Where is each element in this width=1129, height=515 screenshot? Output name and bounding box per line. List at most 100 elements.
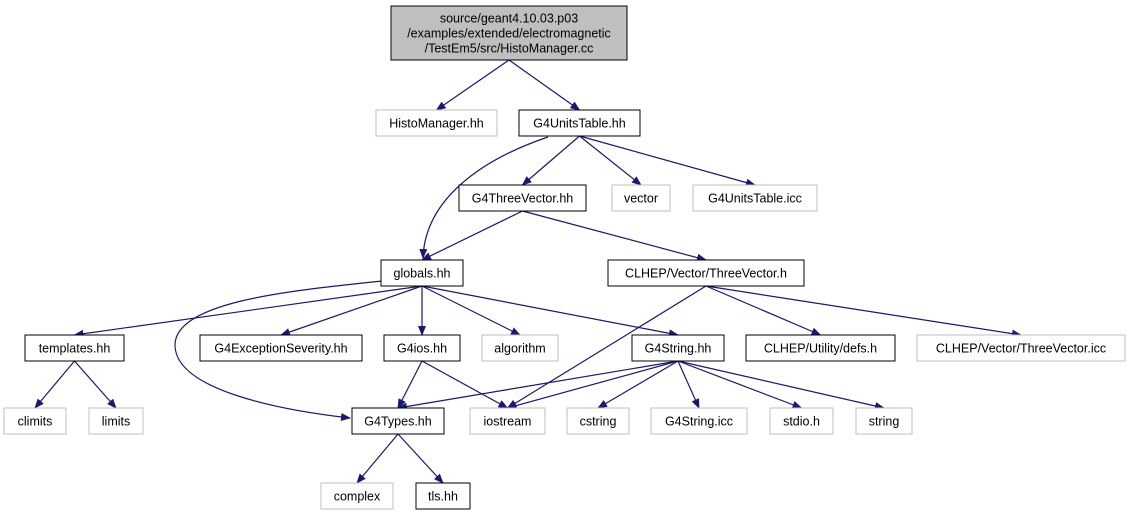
node-box bbox=[320, 482, 394, 510]
edge-templates-hh-to-limits bbox=[74, 360, 117, 409]
node-label: G4ThreeVector.hh bbox=[472, 192, 574, 206]
edges bbox=[34, 59, 1022, 484]
node-label: iostream bbox=[484, 415, 532, 429]
edge-g4unitstable-hh-to-globals-hh bbox=[419, 136, 549, 259]
node-label: G4UnitsTable.hh bbox=[533, 117, 625, 131]
node-label: G4ios.hh bbox=[397, 342, 447, 356]
node-label: stdio.h bbox=[783, 415, 820, 429]
node-box bbox=[24, 334, 125, 362]
node-label: /TestEm5/src/HistoManager.cc bbox=[425, 42, 594, 56]
node-box bbox=[3, 407, 67, 435]
edge-g4string-hh-to-cstring bbox=[597, 360, 679, 409]
node-box bbox=[415, 482, 471, 510]
node-box bbox=[199, 334, 363, 362]
node-label: tls.hh bbox=[428, 490, 458, 504]
node-box bbox=[745, 334, 896, 362]
edge-globals-hh-to-algorithm bbox=[421, 285, 521, 336]
node-vector: vector bbox=[611, 184, 671, 212]
edge-g4string-hh-to-stdio-h bbox=[677, 360, 803, 409]
node-g4threevector-hh[interactable]: G4ThreeVector.hh bbox=[458, 184, 587, 212]
node-limits: limits bbox=[88, 407, 144, 435]
node-label: /examples/extended/electromagnetic bbox=[407, 27, 611, 41]
node-label: climits bbox=[18, 415, 53, 429]
node-tls-hh[interactable]: tls.hh bbox=[415, 482, 471, 510]
edge-globals-hh-to-templates-hh bbox=[73, 285, 423, 338]
node-box bbox=[390, 5, 628, 61]
node-g4unitstable-hh[interactable]: G4UnitsTable.hh bbox=[518, 109, 641, 137]
edge-g4ios-hh-to-iostream bbox=[421, 360, 509, 409]
node-globals-hh[interactable]: globals.hh bbox=[380, 259, 464, 287]
edge-g4threevector-hh-to-clhep-threevector-h bbox=[522, 210, 707, 262]
node-box bbox=[469, 407, 546, 435]
edge-g4types-hh-to-complex bbox=[356, 433, 399, 484]
node-iostream: iostream bbox=[469, 407, 546, 435]
node-label: string bbox=[869, 415, 900, 429]
node-g4exceptionseverity-hh[interactable]: G4ExceptionSeverity.hh bbox=[199, 334, 363, 362]
node-complex: complex bbox=[320, 482, 394, 510]
node-label: vector bbox=[624, 192, 658, 206]
node-g4ios-hh[interactable]: G4ios.hh bbox=[383, 334, 461, 362]
node-label: CLHEP/Utility/defs.h bbox=[764, 342, 877, 356]
node-climits: climits bbox=[3, 407, 67, 435]
node-box bbox=[458, 184, 587, 212]
node-box bbox=[631, 334, 725, 362]
node-label: cstring bbox=[580, 415, 617, 429]
edge-g4unitstable-hh-to-g4unitstable-icc bbox=[579, 135, 756, 187]
edge-g4string-hh-to-iostream bbox=[506, 360, 679, 410]
node-label: complex bbox=[334, 490, 381, 504]
node-label: algorithm bbox=[494, 342, 545, 356]
node-stdio-h: stdio.h bbox=[769, 407, 834, 435]
edge-root-to-g4unitstable-hh bbox=[508, 59, 581, 111]
node-label: CLHEP/Vector/ThreeVector.icc bbox=[936, 342, 1106, 356]
node-label: G4UnitsTable.icc bbox=[708, 192, 802, 206]
node-box bbox=[692, 184, 818, 212]
node-templates-hh[interactable]: templates.hh bbox=[24, 334, 125, 362]
node-label: G4String.hh bbox=[645, 342, 712, 356]
node-label: globals.hh bbox=[394, 267, 451, 281]
edge-globals-hh-to-g4exceptionseverity-hh bbox=[280, 285, 423, 336]
node-box bbox=[855, 407, 913, 435]
node-box bbox=[611, 184, 671, 212]
edge-globals-hh-to-g4string-hh bbox=[421, 285, 679, 338]
node-label: source/geant4.10.03.p03 bbox=[440, 12, 578, 26]
node-box bbox=[566, 407, 630, 435]
node-label: G4ExceptionSeverity.hh bbox=[214, 342, 347, 356]
node-clhep-threevector-icc: CLHEP/Vector/ThreeVector.icc bbox=[916, 334, 1126, 362]
edge-g4string-hh-to-g4types-hh bbox=[397, 360, 679, 411]
node-label: HistoManager.hh bbox=[389, 117, 484, 131]
edge-clhep-threevector-h-to-clhep-defs-h bbox=[705, 285, 822, 336]
node-box bbox=[518, 109, 641, 137]
edge-g4string-hh-to-string bbox=[677, 360, 885, 410]
edge-g4threevector-hh-to-globals-hh bbox=[421, 210, 523, 261]
node-clhep-threevector-h[interactable]: CLHEP/Vector/ThreeVector.h bbox=[607, 259, 805, 287]
edge-root-to-histomanager-hh bbox=[435, 59, 510, 111]
edge-g4types-hh-to-tls-hh bbox=[397, 433, 444, 484]
node-string: string bbox=[855, 407, 913, 435]
edge-templates-hh-to-climits bbox=[34, 360, 75, 409]
node-label: templates.hh bbox=[39, 342, 111, 356]
node-box bbox=[769, 407, 834, 435]
edge-clhep-threevector-h-to-clhep-threevector-icc bbox=[705, 285, 1022, 338]
node-box bbox=[351, 407, 445, 435]
node-label: CLHEP/Vector/ThreeVector.h bbox=[625, 267, 787, 281]
node-box bbox=[916, 334, 1126, 362]
edge-g4ios-hh-to-g4types-hh bbox=[397, 360, 423, 409]
node-box bbox=[607, 259, 805, 287]
node-clhep-defs-h[interactable]: CLHEP/Utility/defs.h bbox=[745, 334, 896, 362]
nodes: source/geant4.10.03.p03/examples/extende… bbox=[3, 5, 1126, 510]
node-g4string-hh[interactable]: G4String.hh bbox=[631, 334, 725, 362]
node-box bbox=[481, 334, 559, 362]
node-cstring: cstring bbox=[566, 407, 630, 435]
edge-globals-hh-to-g4types-hh bbox=[174, 280, 383, 421]
edge-g4unitstable-hh-to-vector bbox=[579, 135, 642, 186]
node-box bbox=[383, 334, 461, 362]
node-root: source/geant4.10.03.p03/examples/extende… bbox=[390, 5, 628, 61]
node-histomanager-hh: HistoManager.hh bbox=[375, 109, 498, 137]
node-algorithm: algorithm bbox=[481, 334, 559, 362]
node-label: G4Types.hh bbox=[364, 415, 431, 429]
node-g4unitstable-icc: G4UnitsTable.icc bbox=[692, 184, 818, 212]
node-label: G4String.icc bbox=[665, 415, 733, 429]
node-g4types-hh[interactable]: G4Types.hh bbox=[351, 407, 445, 435]
node-label: limits bbox=[102, 415, 130, 429]
